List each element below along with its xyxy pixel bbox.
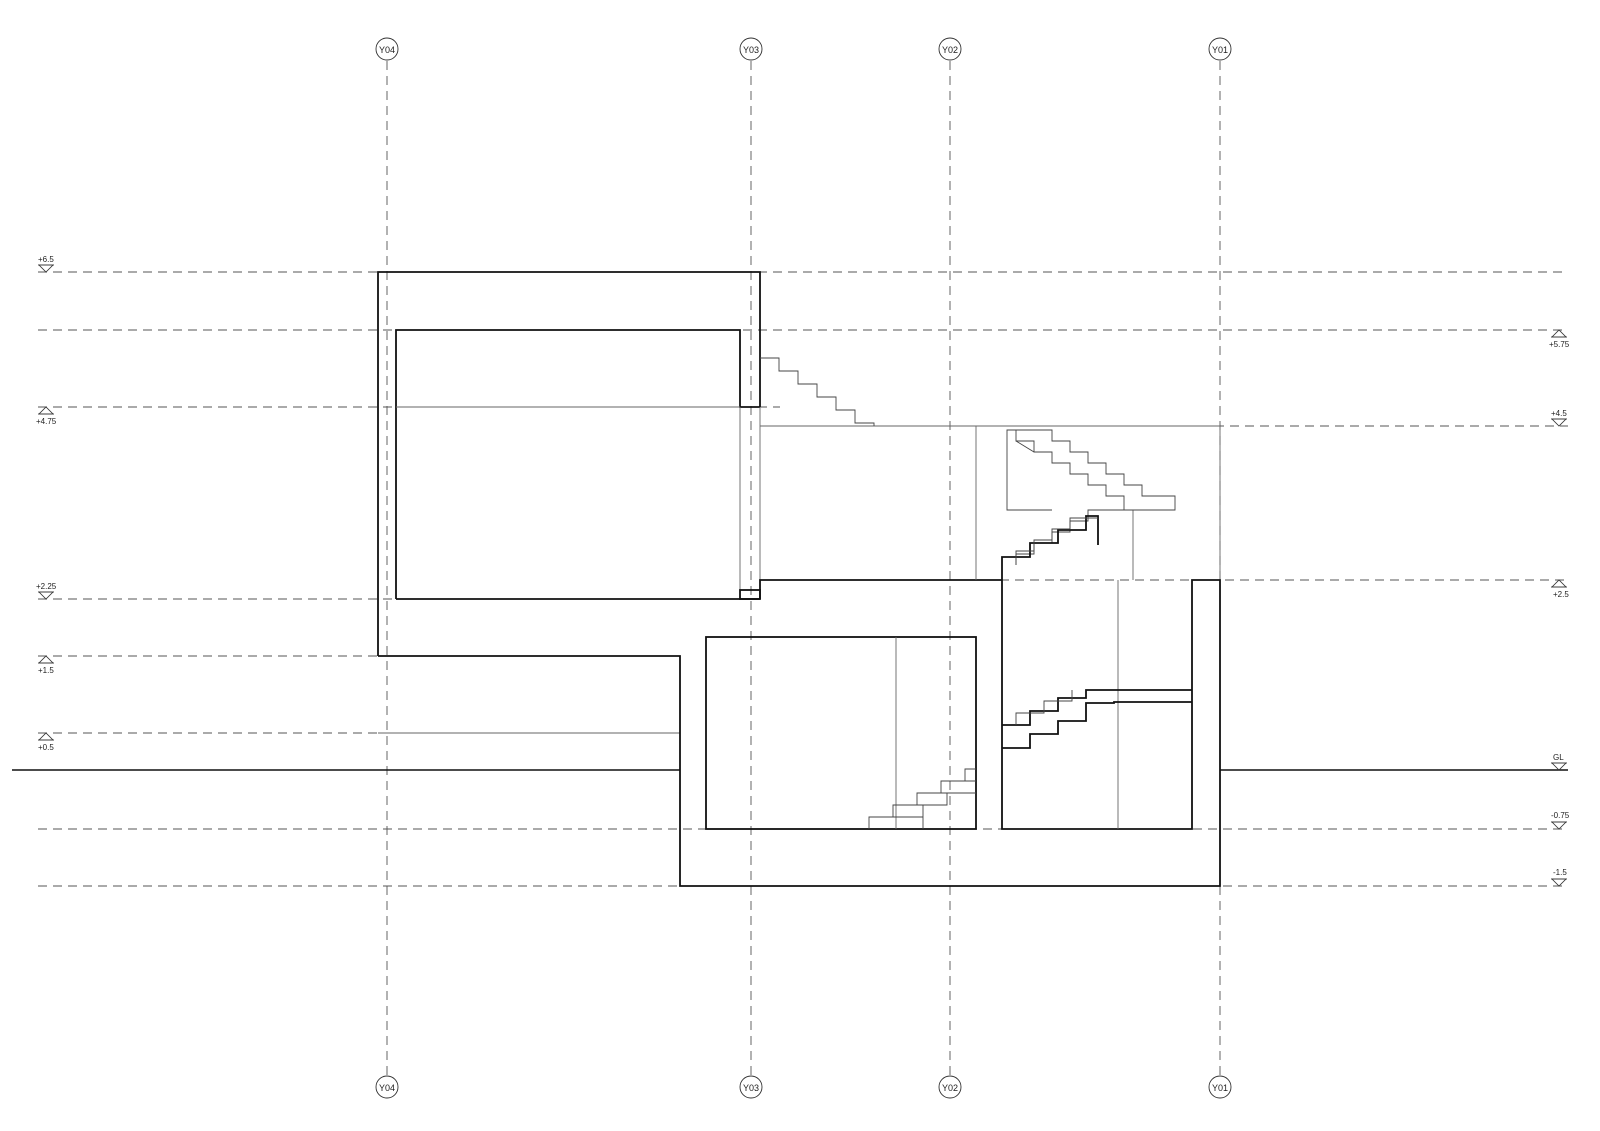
- grid-bubble-bottom-y03: Y03: [739, 1075, 763, 1099]
- level-triangle-down-icon: [1551, 418, 1567, 427]
- grid-label-top-y01: Y01: [1212, 45, 1228, 55]
- upper-volume: [377, 271, 1221, 734]
- grid-bubble-top-y01: Y01: [1208, 37, 1232, 61]
- level-triangle-up-icon: [38, 655, 54, 664]
- lower-left-volume: [378, 579, 1221, 887]
- grid-label-bottom-y04: Y04: [379, 1083, 395, 1093]
- grid-bubbles-top: Y04 Y03 Y02 Y01: [375, 37, 1232, 61]
- grid-label-top-y02: Y02: [942, 45, 958, 55]
- level-label-6-5: +6.5: [38, 255, 54, 264]
- level-marker-gl: GL: [1551, 753, 1567, 771]
- level-label-2-5: +2.5: [1553, 590, 1569, 599]
- grid-label-top-y03: Y03: [743, 45, 759, 55]
- grid-bubble-bottom-y01: Y01: [1208, 1075, 1232, 1099]
- stair-lower-left-outer: [869, 780, 976, 829]
- level-triangle-down-icon: [1551, 878, 1567, 887]
- level-marker-4-75: +4.75: [36, 406, 57, 426]
- grid-bubble-bottom-y02: Y02: [938, 1075, 962, 1099]
- stair-winder-left: [1006, 429, 1052, 511]
- stair-lower-left: [868, 768, 976, 829]
- lower-right-volume: [1002, 580, 1192, 829]
- grid-label-bottom-y03: Y03: [743, 1083, 759, 1093]
- grid-lines: [386, 61, 1221, 1076]
- level-marker-2-5: +2.5: [1551, 579, 1569, 599]
- level-marker-6-5: +6.5: [38, 255, 54, 273]
- level-marker-0-5: +0.5: [38, 732, 54, 752]
- level-label-gl: GL: [1553, 753, 1564, 762]
- level-label-4-75: +4.75: [36, 417, 57, 426]
- stair-winder-wide: [1016, 429, 1176, 511]
- level-marker-5-75: +5.75: [1549, 329, 1570, 349]
- grid-bubbles-bottom: Y04 Y03 Y02 Y01: [375, 1075, 1232, 1099]
- stair-thin-lower-right: [1015, 690, 1073, 725]
- level-triangle-down-icon: [1551, 762, 1567, 771]
- level-label-0-5: +0.5: [38, 743, 54, 752]
- level-label-2-25: +2.25: [36, 582, 57, 591]
- stair-thin-upper-lower: [1015, 517, 1098, 565]
- level-label-4-5: +4.5: [1551, 409, 1567, 418]
- level-marker-2-25: +2.25: [36, 582, 57, 600]
- stair-top: [760, 357, 875, 426]
- grid-label-bottom-y02: Y02: [942, 1083, 958, 1093]
- level-triangle-down-icon: [1551, 821, 1567, 830]
- level-marker-4-5: +4.5: [1551, 409, 1567, 427]
- stair-bold-lower-right-2: [1002, 701, 1192, 749]
- stair-bold-lower-right-1: [1002, 689, 1192, 726]
- level-triangle-up-icon: [1551, 329, 1567, 338]
- level-triangle-up-icon: [38, 406, 54, 415]
- grid-label-top-y04: Y04: [379, 45, 395, 55]
- level-markers-right: +5.75 +4.5 +2.5 GL -0.75 -1.5: [1549, 329, 1570, 887]
- level-triangle-down-icon: [38, 264, 54, 273]
- level-triangle-up-icon: [1551, 579, 1567, 588]
- level-markers-left: +6.5 +4.75 +2.25 +1.5 +0.5: [36, 255, 57, 752]
- level-triangle-up-icon: [38, 732, 54, 741]
- level-lines: [38, 271, 1568, 887]
- level-triangle-down-icon: [38, 591, 54, 600]
- level-marker-minus-1-5: -1.5: [1551, 868, 1567, 887]
- level-label-5-75: +5.75: [1549, 340, 1570, 349]
- level-marker-1-5: +1.5: [38, 655, 54, 675]
- grid-label-bottom-y01: Y01: [1212, 1083, 1228, 1093]
- level-label-1-5: +1.5: [38, 666, 54, 675]
- level-label-minus-0-75: -0.75: [1551, 811, 1570, 820]
- level-label-minus-1-5: -1.5: [1553, 868, 1567, 877]
- stair-bold-upper: [1001, 515, 1099, 580]
- level-marker-minus-0-75: -0.75: [1551, 811, 1570, 830]
- grid-bubble-bottom-y04: Y04: [375, 1075, 399, 1099]
- grid-bubble-top-y04: Y04: [375, 37, 399, 61]
- grid-bubble-top-y02: Y02: [938, 37, 962, 61]
- upper-stairs: [760, 357, 1176, 565]
- grid-bubble-top-y03: Y03: [739, 37, 763, 61]
